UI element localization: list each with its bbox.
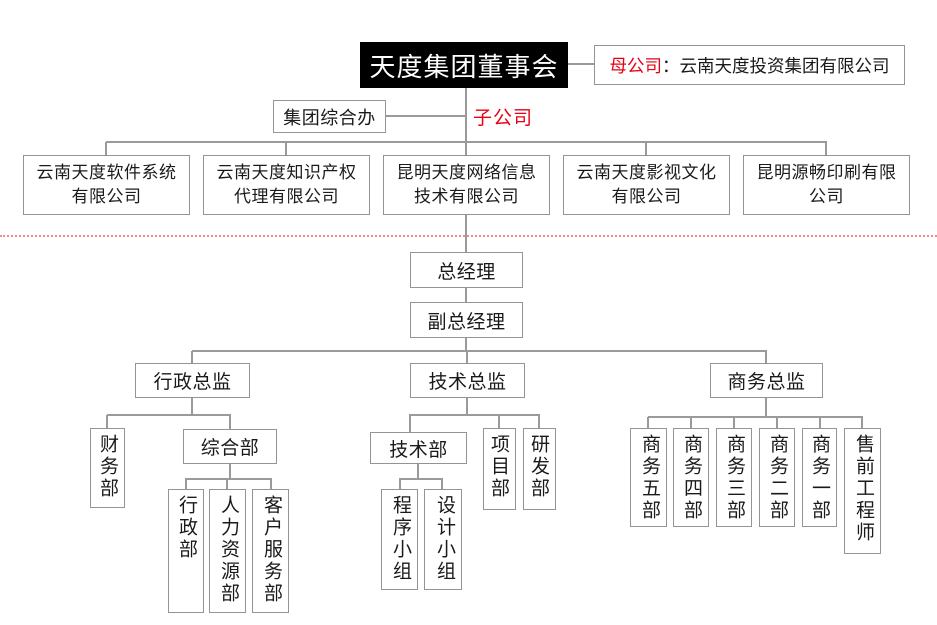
- connector: [466, 398, 468, 415]
- node-general-dept: 综合部: [183, 429, 277, 464]
- connector: [417, 464, 419, 479]
- connector: [765, 351, 767, 363]
- connector: [465, 142, 467, 155]
- connector: [765, 398, 767, 417]
- connector: [441, 479, 443, 489]
- node-tech-dept: 技术部: [370, 432, 467, 464]
- node-group-office: 集团综合办: [273, 100, 386, 133]
- parent-company-label: 母公司: [609, 55, 663, 76]
- connector: [465, 337, 467, 351]
- parent-company-name: ：云南天度投资集团有限公司: [662, 55, 890, 76]
- connector: [107, 414, 231, 416]
- label-subsidiary: 子公司: [473, 108, 534, 129]
- node-company-media: 云南天度影视文化 有限公司: [563, 155, 730, 215]
- connector: [229, 415, 231, 429]
- node-company-software: 云南天度软件系统 有限公司: [23, 155, 190, 215]
- connector: [465, 215, 467, 252]
- connector: [105, 142, 107, 155]
- connector: [409, 414, 540, 416]
- connector: [819, 417, 821, 428]
- node-sales-dept-2: 商务二部: [759, 428, 795, 527]
- connector: [191, 398, 193, 415]
- connector: [647, 417, 649, 428]
- connector: [399, 479, 401, 489]
- connector: [465, 288, 467, 302]
- connector: [825, 142, 827, 155]
- node-general-manager: 总经理: [410, 252, 523, 288]
- divider-dotted-line: [0, 235, 937, 237]
- connector: [399, 478, 443, 480]
- connector: [861, 417, 863, 428]
- connector: [466, 351, 468, 363]
- connector: [465, 88, 467, 142]
- connector: [498, 415, 500, 428]
- node-sales-dept-3: 商务三部: [716, 428, 752, 527]
- node-hr-dept: 人力资源部: [209, 489, 246, 613]
- connector: [648, 416, 863, 418]
- node-program-group: 程序小组: [381, 489, 418, 590]
- node-company-printing: 昆明源畅印刷有限 公司: [743, 155, 910, 215]
- connector: [106, 415, 108, 428]
- connector: [733, 417, 735, 428]
- node-admin-director: 行政总监: [135, 363, 250, 398]
- connector: [185, 479, 187, 489]
- connector: [191, 351, 193, 363]
- node-board: 天度集团董事会: [360, 42, 568, 88]
- node-deputy-general-manager: 副总经理: [410, 302, 523, 338]
- node-presales-engineer: 售前工程师: [844, 428, 881, 554]
- connector: [192, 350, 767, 352]
- node-admin-dept: 行政部: [168, 489, 204, 613]
- node-parent-company: 母公司：云南天度投资集团有限公司: [594, 45, 905, 85]
- node-finance-dept: 财务部: [90, 428, 125, 508]
- connector: [645, 142, 647, 155]
- connector: [270, 479, 272, 489]
- node-customer-service-dept: 客户服务部: [252, 489, 289, 613]
- node-tech-director: 技术总监: [410, 363, 525, 398]
- connector: [538, 415, 540, 428]
- connector: [229, 464, 231, 479]
- connector: [776, 417, 778, 428]
- node-company-network: 昆明天度网络信息 技术有限公司: [383, 155, 550, 215]
- connector: [285, 142, 287, 155]
- node-company-ip-agency: 云南天度知识产权 代理有限公司: [203, 155, 370, 215]
- node-design-group: 设计小组: [424, 489, 462, 590]
- connector: [226, 479, 228, 489]
- connector: [185, 478, 272, 480]
- connector: [690, 417, 692, 428]
- node-sales-dept-5: 商务五部: [630, 428, 667, 527]
- node-business-director: 商务总监: [710, 363, 823, 398]
- connector: [409, 415, 411, 432]
- connector: [386, 115, 466, 117]
- connector: [568, 63, 594, 65]
- node-sales-dept-1: 商务一部: [802, 428, 837, 527]
- node-sales-dept-4: 商务四部: [673, 428, 709, 527]
- node-rnd-dept: 研发部: [523, 428, 556, 510]
- node-project-dept: 项目部: [483, 428, 516, 510]
